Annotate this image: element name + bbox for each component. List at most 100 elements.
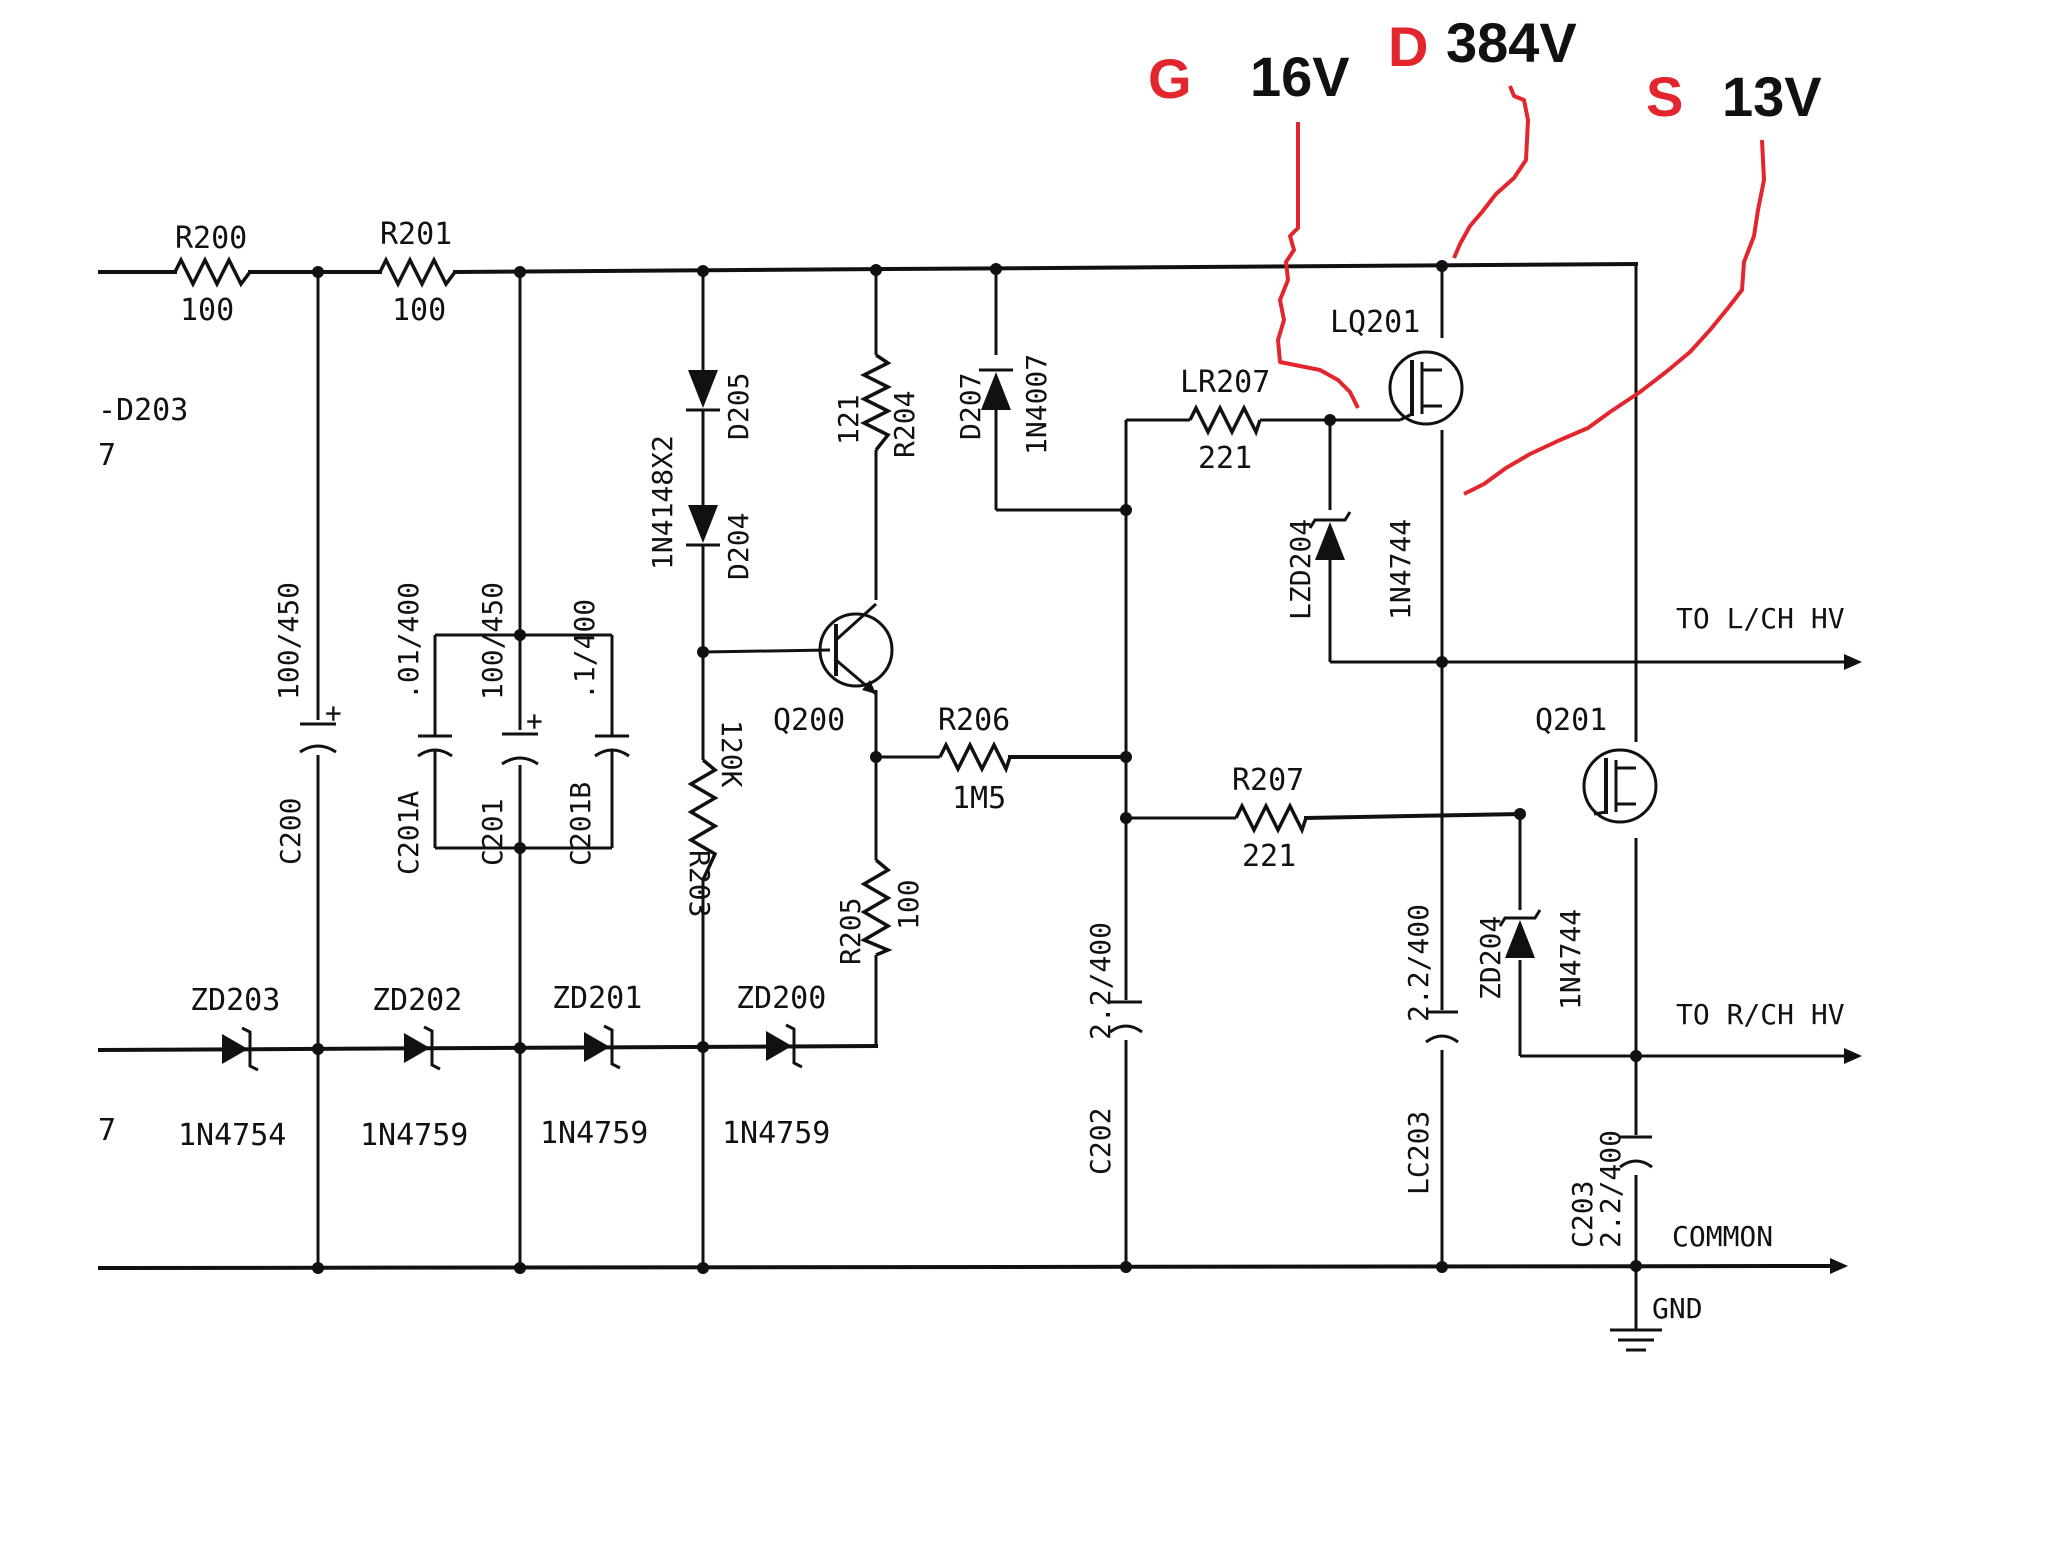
svg-text:S: S bbox=[1646, 65, 1683, 128]
ground-symbol bbox=[1610, 1328, 1662, 1352]
svg-text:-D203: -D203 bbox=[98, 393, 188, 428]
svg-text:1N4759: 1N4759 bbox=[722, 1116, 830, 1151]
svg-text:R200: R200 bbox=[175, 221, 247, 256]
svg-text:1N4759: 1N4759 bbox=[540, 1116, 648, 1151]
svg-text:D207: D207 bbox=[954, 373, 987, 440]
svg-text:R201: R201 bbox=[380, 217, 452, 252]
net-labels: TO L/CH HV TO R/CH HV COMMON GND bbox=[1652, 602, 1845, 1325]
svg-text:1N4007: 1N4007 bbox=[1020, 354, 1053, 455]
svg-text:Q201: Q201 bbox=[1535, 703, 1607, 738]
svg-text:7: 7 bbox=[98, 1113, 116, 1148]
svg-text:ZD203: ZD203 bbox=[190, 983, 280, 1018]
svg-text:16V: 16V bbox=[1250, 45, 1350, 108]
left-edge-fragments: -D203 7 7 bbox=[98, 393, 188, 1148]
svg-text:R206: R206 bbox=[938, 703, 1010, 738]
svg-text:LQ201: LQ201 bbox=[1330, 305, 1420, 340]
measurement-gate: G 16V bbox=[1148, 45, 1350, 110]
svg-text:2.2/400: 2.2/400 bbox=[1084, 922, 1117, 1040]
zener-zd204: ZD204 1N4744 bbox=[1474, 909, 1587, 1010]
svg-text:1N4148X2: 1N4148X2 bbox=[646, 435, 679, 570]
svg-text:100: 100 bbox=[392, 293, 446, 328]
svg-text:C200: C200 bbox=[274, 798, 307, 865]
svg-text:384V: 384V bbox=[1446, 11, 1577, 74]
capacitor-c200: + C200 100/450 bbox=[272, 582, 349, 865]
svg-text:R203: R203 bbox=[683, 850, 716, 917]
svg-text:2.2/400: 2.2/400 bbox=[1402, 904, 1435, 1022]
capacitor-c201: + C201 100/450 bbox=[476, 582, 550, 866]
svg-text:D: D bbox=[1388, 15, 1428, 78]
zener-zd203: ZD203 1N4754 bbox=[178, 983, 286, 1153]
svg-text:C202: C202 bbox=[1084, 1108, 1117, 1175]
svg-text:LZD204: LZD204 bbox=[1284, 519, 1317, 620]
zener-lzd204: LZD204 1N4744 bbox=[1284, 511, 1417, 620]
svg-text:COMMON: COMMON bbox=[1672, 1220, 1773, 1253]
svg-text:LC203: LC203 bbox=[1402, 1111, 1435, 1195]
svg-text:+: + bbox=[316, 705, 349, 722]
svg-text:100: 100 bbox=[180, 293, 234, 328]
resistor-r203: R203 120K bbox=[683, 720, 748, 917]
svg-text:100/450: 100/450 bbox=[476, 582, 509, 700]
svg-text:+: + bbox=[517, 713, 550, 730]
resistor-r206: R206 1M5 bbox=[938, 703, 1012, 816]
capacitor-c201a: C201A .01/400 bbox=[392, 582, 453, 875]
svg-text:1N4754: 1N4754 bbox=[178, 1118, 286, 1153]
svg-text:C201: C201 bbox=[476, 799, 509, 866]
svg-text:R205: R205 bbox=[834, 898, 867, 965]
svg-text:D205: D205 bbox=[722, 373, 755, 440]
transistor-q200: Q200 bbox=[773, 602, 894, 738]
svg-text:1N4759: 1N4759 bbox=[360, 1118, 468, 1153]
resistor-r207: R207 221 bbox=[1232, 763, 1308, 874]
svg-text:121: 121 bbox=[832, 394, 865, 445]
capacitor-c202: C202 2.2/400 bbox=[1084, 922, 1143, 1175]
svg-text:221: 221 bbox=[1198, 441, 1252, 476]
zener-zd200: ZD200 1N4759 bbox=[722, 981, 830, 1151]
measurement-drain: D 384V bbox=[1388, 11, 1577, 78]
resistor-r201: R201 100 bbox=[378, 217, 457, 328]
mosfet-q201: Q201 bbox=[1535, 703, 1658, 824]
svg-text:C201A: C201A bbox=[392, 791, 425, 875]
svg-text:13V: 13V bbox=[1722, 65, 1822, 128]
wires bbox=[97, 261, 1844, 1330]
output-arrows bbox=[1830, 654, 1862, 1274]
capacitor-lc203: LC203 2.2/400 bbox=[1402, 904, 1459, 1195]
svg-text:ZD201: ZD201 bbox=[552, 981, 642, 1016]
measurement-leaders bbox=[1276, 85, 1766, 496]
svg-text:C203: C203 bbox=[1566, 1181, 1599, 1248]
resistor-r204: 121 R204 bbox=[832, 353, 921, 458]
svg-text:221: 221 bbox=[1242, 839, 1296, 874]
diode-d204: 1N4148X2 D205 D204 bbox=[646, 373, 755, 580]
svg-text:120K: 120K bbox=[715, 720, 748, 788]
svg-text:ZD204: ZD204 bbox=[1474, 916, 1507, 1000]
svg-text:7: 7 bbox=[98, 438, 116, 473]
svg-text:2.2/400: 2.2/400 bbox=[1594, 1130, 1627, 1248]
svg-text:1N4744: 1N4744 bbox=[1384, 519, 1417, 620]
svg-text:R207: R207 bbox=[1232, 763, 1304, 798]
svg-text:G: G bbox=[1148, 47, 1192, 110]
svg-text:GND: GND bbox=[1652, 1292, 1703, 1325]
svg-text:LR207: LR207 bbox=[1180, 365, 1270, 400]
svg-text:R204: R204 bbox=[888, 391, 921, 458]
resistor-lr207: LR207 221 bbox=[1180, 365, 1270, 476]
measurement-source: S 13V bbox=[1646, 65, 1822, 128]
svg-text:100/450: 100/450 bbox=[272, 582, 305, 700]
junctions bbox=[312, 260, 1642, 1274]
svg-text:Q200: Q200 bbox=[773, 703, 845, 738]
svg-text:1M5: 1M5 bbox=[952, 781, 1006, 816]
svg-text:D204: D204 bbox=[722, 513, 755, 580]
resistor-r200: R200 100 bbox=[173, 221, 252, 328]
svg-text:ZD202: ZD202 bbox=[372, 983, 462, 1018]
svg-text:100: 100 bbox=[892, 879, 925, 930]
svg-text:TO R/CH HV: TO R/CH HV bbox=[1676, 998, 1845, 1031]
svg-text:.01/400: .01/400 bbox=[392, 582, 425, 700]
diode-d207: D207 1N4007 bbox=[954, 354, 1053, 455]
svg-text:TO L/CH HV: TO L/CH HV bbox=[1676, 602, 1845, 635]
svg-text:.1/400: .1/400 bbox=[568, 599, 601, 700]
mosfet-lq201: LQ201 bbox=[1330, 305, 1464, 426]
svg-text:ZD200: ZD200 bbox=[736, 981, 826, 1016]
resistor-r205: R205 100 bbox=[834, 858, 925, 965]
diode-d205 bbox=[686, 370, 720, 412]
capacitor-c203: C203 2.2/400 bbox=[1566, 1130, 1653, 1248]
svg-text:C201B: C201B bbox=[564, 782, 597, 866]
zener-zd201: ZD201 1N4759 bbox=[540, 981, 648, 1151]
